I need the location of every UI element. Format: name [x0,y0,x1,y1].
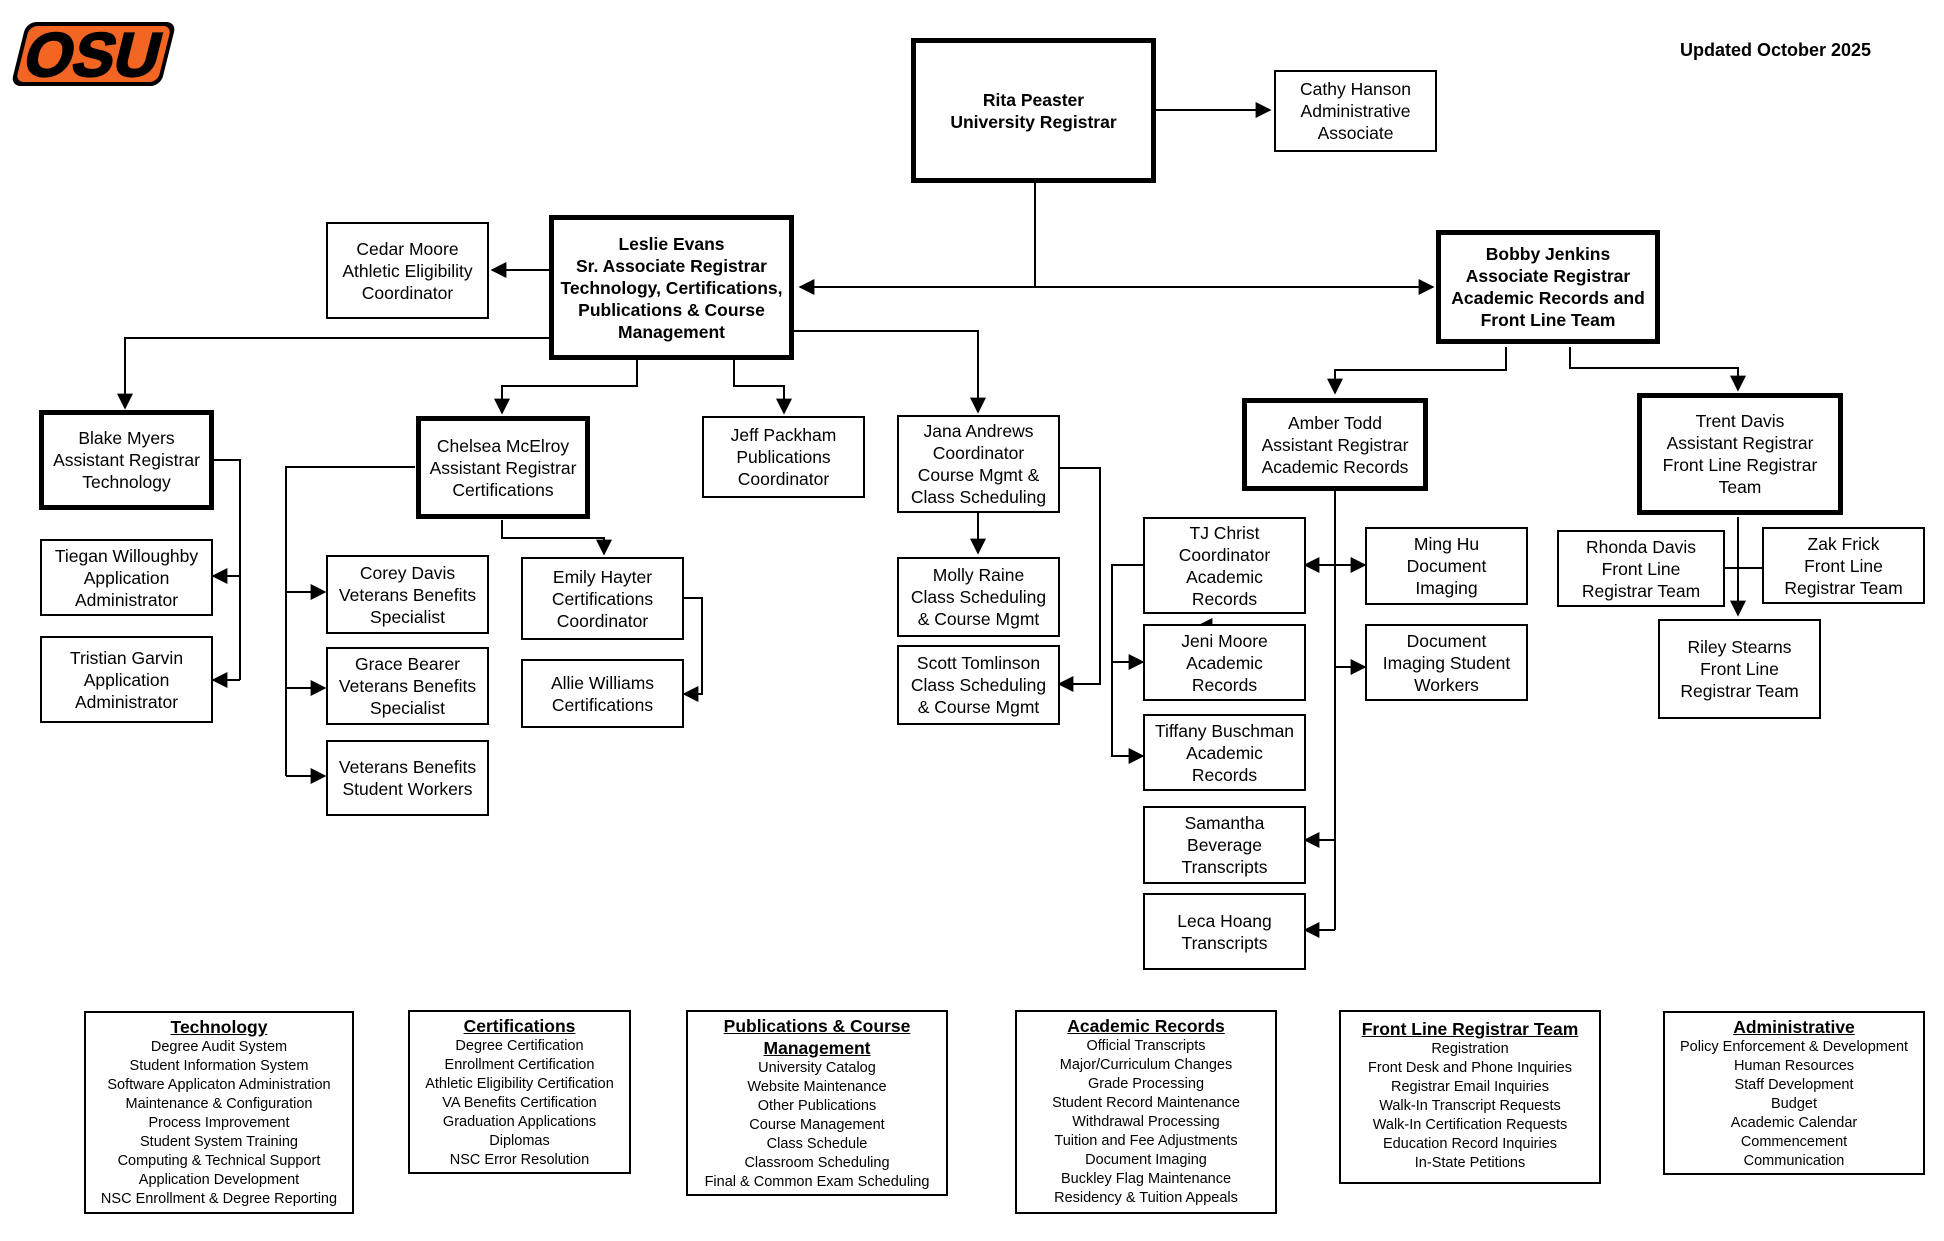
updated-date: Updated October 2025 [1680,40,1872,60]
legend-administrative: Administrative Policy Enforcement & Deve… [1663,1011,1925,1175]
logo-text: OSU [17,21,169,90]
legend-publications-course-management: Publications & Course Management Univers… [686,1010,948,1196]
osu-logo: OSU [12,20,175,91]
connectors [117,102,1762,938]
